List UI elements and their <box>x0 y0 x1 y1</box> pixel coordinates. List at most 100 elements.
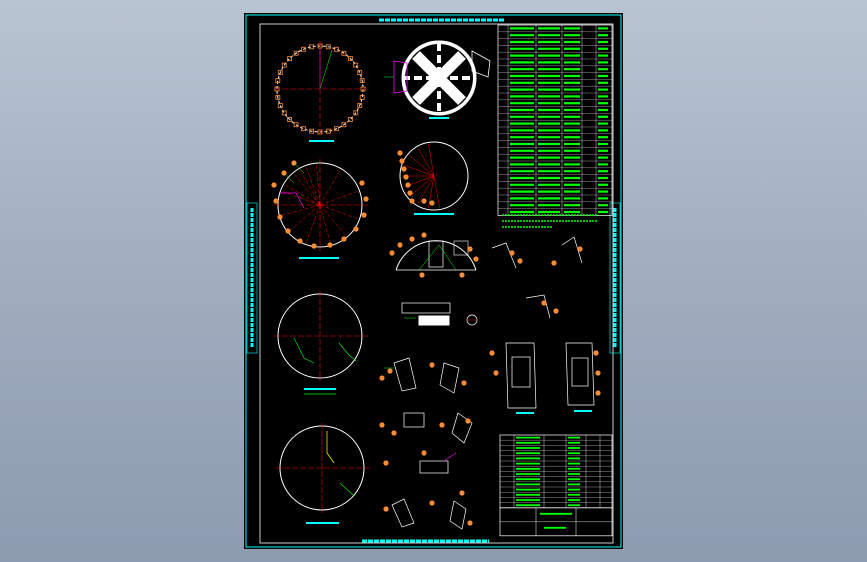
bolt-hole <box>325 44 331 50</box>
nozzle-orientation-view-b <box>397 141 469 215</box>
nozzle-outline <box>280 192 305 209</box>
radial-line <box>289 204 321 231</box>
bolt-hole <box>341 122 347 128</box>
callout-balloon <box>595 390 601 396</box>
leader-line <box>293 162 305 174</box>
radial-line <box>319 170 341 206</box>
callout-balloon <box>379 375 385 381</box>
cross-baffle-section-view <box>384 40 491 119</box>
callout-balloon <box>361 212 367 218</box>
callout-balloon <box>593 350 599 356</box>
callout-balloon <box>421 450 427 456</box>
bolt-hole <box>275 94 281 100</box>
callout-balloon <box>467 520 473 526</box>
radial-line <box>409 175 435 197</box>
callout-balloon <box>419 272 425 278</box>
bolt-hole <box>357 103 363 108</box>
callout-balloon <box>577 246 583 252</box>
callout-balloon <box>421 198 427 204</box>
callout-balloon <box>439 422 445 428</box>
radial-line <box>409 155 435 177</box>
nozzle-orientation-view-a <box>271 159 369 259</box>
radial-line <box>319 191 358 206</box>
callout-balloon <box>473 256 479 262</box>
callout-balloon <box>541 300 547 306</box>
callout-balloon <box>311 243 317 249</box>
callout-balloon <box>465 418 471 424</box>
bolt-hole <box>275 78 281 84</box>
callout-balloon <box>273 198 279 204</box>
bolt-hole <box>348 117 353 122</box>
bolt-hole <box>277 70 283 75</box>
leader-line <box>283 172 295 184</box>
callout-balloon <box>399 158 405 164</box>
callout-balloon <box>459 490 465 496</box>
callout-balloon <box>405 182 411 188</box>
bolt-hole <box>287 117 292 122</box>
bolt-hole <box>334 46 339 52</box>
radial-line <box>403 164 435 177</box>
callout-balloon <box>397 150 403 156</box>
bolt-hole <box>341 50 347 56</box>
callout-balloon <box>383 460 389 466</box>
bolt-hole <box>309 44 315 50</box>
bolt-hole <box>353 62 359 68</box>
radial-line <box>417 175 435 204</box>
callout-balloon <box>517 258 523 264</box>
callout-balloon <box>429 362 435 368</box>
bolt-hole <box>359 78 365 84</box>
radial-line <box>319 204 331 244</box>
radial-line <box>294 174 321 206</box>
callout-balloon <box>509 250 515 256</box>
nozzle-table <box>497 24 613 228</box>
left-title-strip <box>246 202 258 354</box>
bolt-hole <box>301 126 306 132</box>
radial-line <box>428 144 435 177</box>
callout-balloon <box>489 350 495 356</box>
callout-balloon <box>379 422 385 428</box>
callout-balloon <box>493 370 499 376</box>
callout-balloon <box>297 238 303 244</box>
callout-balloon <box>553 308 559 314</box>
radial-line <box>299 170 321 206</box>
callout-balloon <box>595 370 601 376</box>
detail-views <box>379 236 601 530</box>
callout-balloon <box>277 214 283 220</box>
callout-balloon <box>461 380 467 386</box>
callout-balloon <box>363 196 369 202</box>
bolt-hole <box>357 70 363 75</box>
callout-balloon <box>353 226 359 232</box>
callout-balloon <box>459 272 465 278</box>
bolt-hole <box>359 94 365 100</box>
callout-balloon <box>285 228 291 234</box>
callout-balloon <box>409 198 415 204</box>
callout-balloon <box>429 200 435 206</box>
radial-line <box>285 184 321 206</box>
radial-line <box>433 175 440 208</box>
callout-balloon <box>389 250 395 256</box>
shell-plan-view-c <box>274 291 368 395</box>
bolt-hole <box>353 110 359 116</box>
radial-line <box>281 204 321 216</box>
bolt-hole <box>309 128 315 134</box>
inner-border <box>259 23 614 544</box>
callout-balloon <box>401 166 407 172</box>
bolt-hole <box>281 110 287 116</box>
bolt-hole <box>301 46 306 52</box>
callout-balloon <box>327 242 333 248</box>
bolt-hole <box>287 56 292 61</box>
radial-line <box>428 175 435 208</box>
radial-line <box>319 204 346 236</box>
callout-balloon <box>421 232 427 238</box>
radial-line <box>306 204 321 243</box>
bolt-hole <box>334 126 339 132</box>
radial-line <box>282 191 321 206</box>
bolt-hole <box>281 62 287 68</box>
callout-balloon <box>359 180 365 186</box>
cad-drawing-canvas <box>245 14 622 548</box>
radial-line <box>417 148 435 177</box>
callout-balloon <box>429 500 435 506</box>
callout-balloon <box>387 368 393 374</box>
bolt-hole <box>293 50 299 56</box>
partial-section-view <box>389 232 479 278</box>
